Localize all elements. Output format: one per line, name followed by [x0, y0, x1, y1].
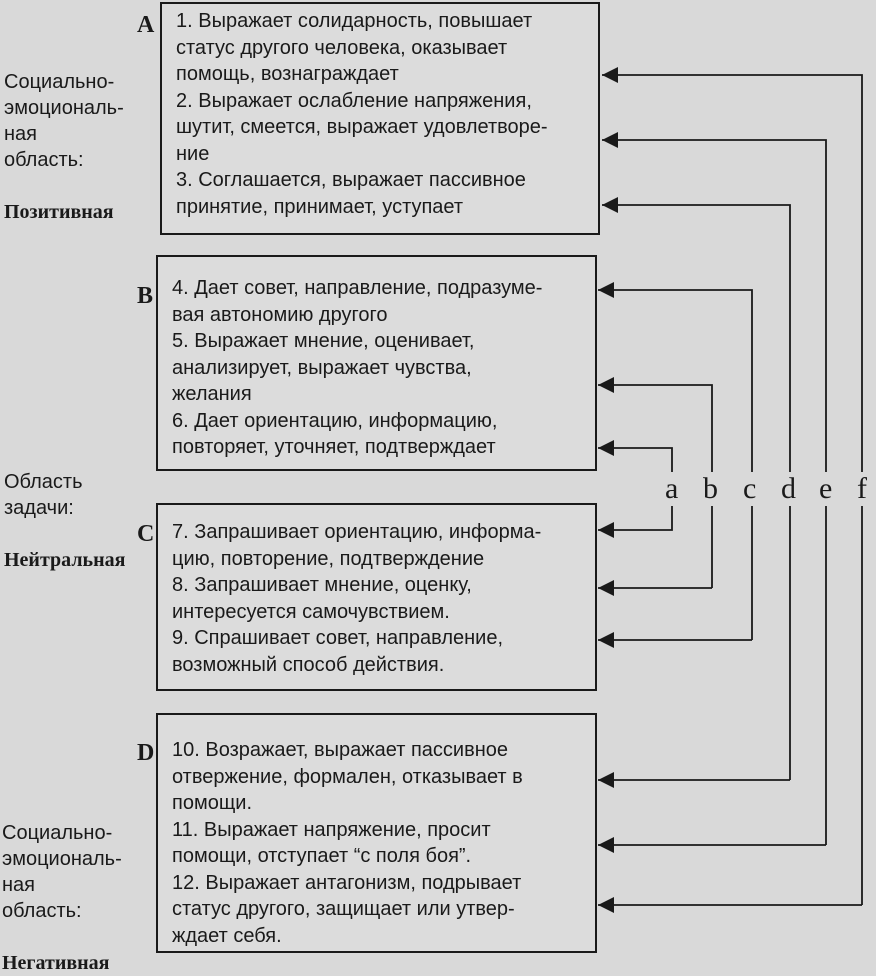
group-letter-a: A [137, 12, 155, 38]
group-box-c: 7. Запрашивает ориентацию, информа- цию,… [156, 503, 597, 691]
category-item-1: 1. Выражает солидарность, повышает стату… [176, 10, 533, 85]
group-letter-c: C [137, 521, 155, 547]
group-letter-b: B [137, 283, 154, 309]
connector-a-lower [598, 520, 673, 539]
category-item-9: 9. Спрашивает совет, направление, возмож… [172, 627, 504, 676]
category-item-5: 5. Выражает мнение, оценивает, анализиру… [172, 330, 475, 405]
column-label-d: d [779, 472, 798, 506]
category-item-11: 11. Выражает напряжение, просит помощи, … [172, 818, 491, 868]
group-box-a: 1. Выражает солидарность, повышает стату… [160, 2, 600, 235]
connector-a [598, 439, 673, 520]
area-text: Социально- эмоциональ- ная область: [4, 71, 124, 171]
category-item-6: 6. Дает ориентацию, информацию, повторяе… [172, 409, 498, 459]
area-type: Позитивная [4, 201, 114, 223]
column-label-a: a [663, 472, 681, 506]
column-label-e: e [817, 472, 835, 506]
column-label-c: c [741, 472, 759, 506]
area-label-positive: Социально- эмоциональ- ная область: Пози… [4, 43, 124, 225]
area-type: Нейтральная [4, 549, 126, 571]
connector-f [602, 66, 863, 905]
category-item-4: 4. Дает совет, направление, подразуме- в… [172, 277, 543, 326]
connector-d [602, 196, 791, 780]
category-item-2: 2. Выражает ослабление напряжения, шутит… [176, 89, 548, 165]
connector-b [598, 376, 713, 588]
area-label-neutral: Область задачи: Нейтральная [4, 443, 125, 573]
group-box-b: 4. Дает совет, направление, подразуме- в… [156, 255, 597, 471]
group-letter-d: D [137, 740, 155, 766]
category-item-3: 3. Соглашается, выражает пассивное приня… [176, 169, 526, 218]
category-item-7: 7. Запрашивает ориентацию, информа- цию,… [172, 521, 542, 570]
connector-c [598, 281, 753, 640]
connector-e [602, 131, 827, 845]
category-item-10: 10. Возражает, выражает пассивное отверж… [172, 739, 523, 814]
area-text: Область задачи: [4, 471, 83, 519]
group-box-d: 10. Возражает, выражает пассивное отверж… [156, 713, 597, 953]
category-item-12: 12. Выражает антагонизм, подрывает стату… [172, 871, 522, 947]
category-item-8: 8. Запрашивает мнение, оценку, интересуе… [172, 574, 472, 623]
area-text: Социально- эмоциональ- ная область: [2, 822, 122, 922]
column-label-b: b [701, 472, 720, 506]
column-label-f: f [855, 472, 869, 506]
